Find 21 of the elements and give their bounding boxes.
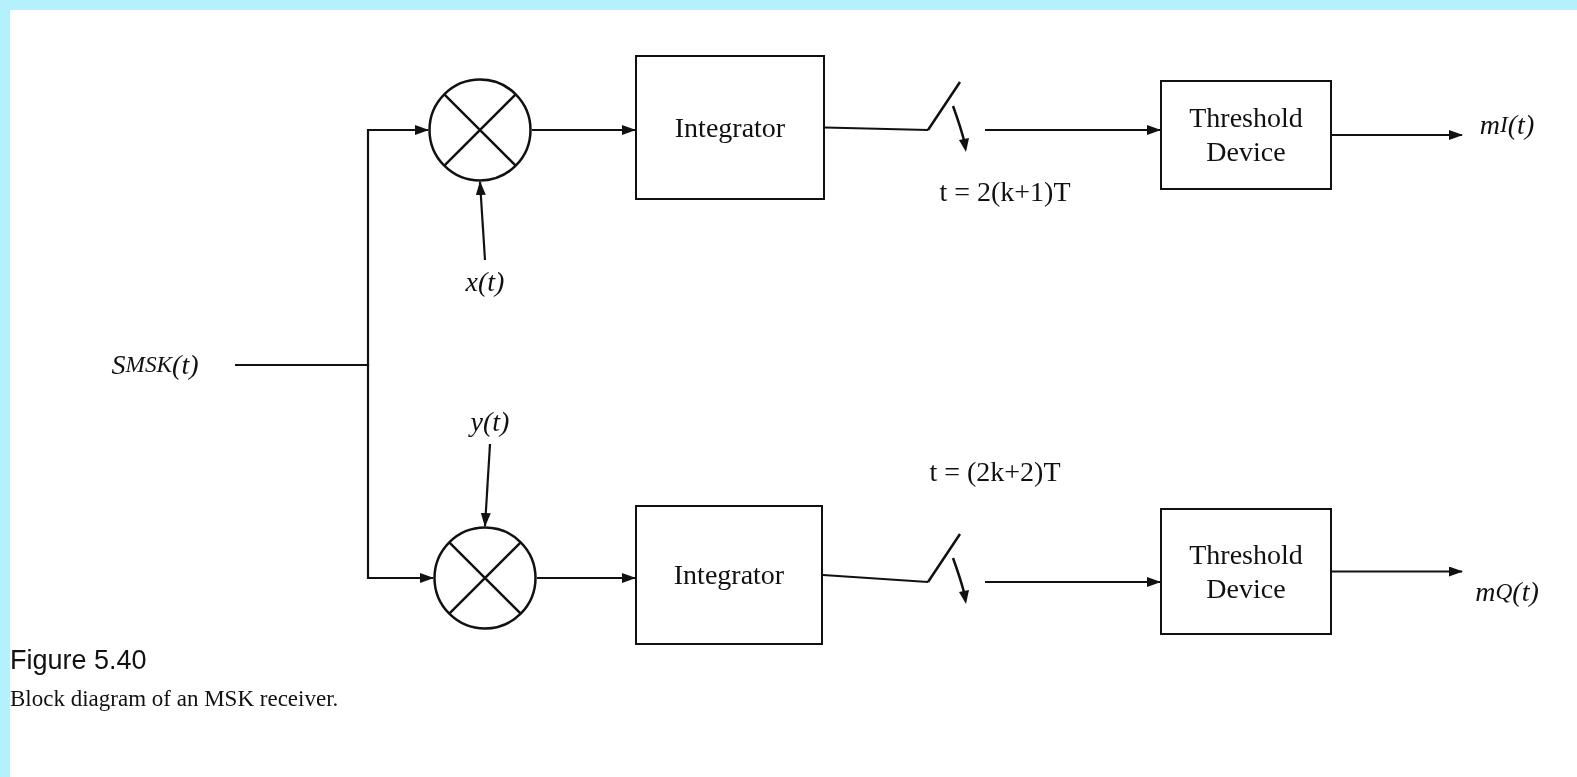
signal-arrow (532, 125, 636, 135)
signal-arrow (985, 577, 1161, 587)
signal-arrow (537, 573, 636, 583)
figure-caption: Block diagram of an MSK receiver. (10, 686, 339, 712)
sampling-time-label: t = 2(k+1)T (938, 175, 1072, 209)
multiplier-symbol (428, 78, 532, 182)
signal-arrow (1332, 130, 1463, 140)
signal-arrow (475, 181, 487, 261)
signal-arrow (985, 125, 1161, 135)
signal-label: x(t) (433, 260, 537, 304)
signal-label: y(t) (438, 400, 542, 444)
process-box: Integrator (635, 505, 823, 645)
process-box: Threshold Device (1160, 508, 1332, 635)
sampling-time-label: t = (2k+2)T (928, 455, 1062, 489)
process-box: Integrator (635, 55, 825, 200)
signal-arrow (480, 443, 492, 527)
signal-arrow (235, 363, 434, 583)
process-box: Threshold Device (1160, 80, 1332, 190)
figure-number: Figure 5.40 (10, 645, 147, 676)
signal-arrow (1332, 566, 1463, 577)
multiplier-symbol (433, 526, 537, 630)
